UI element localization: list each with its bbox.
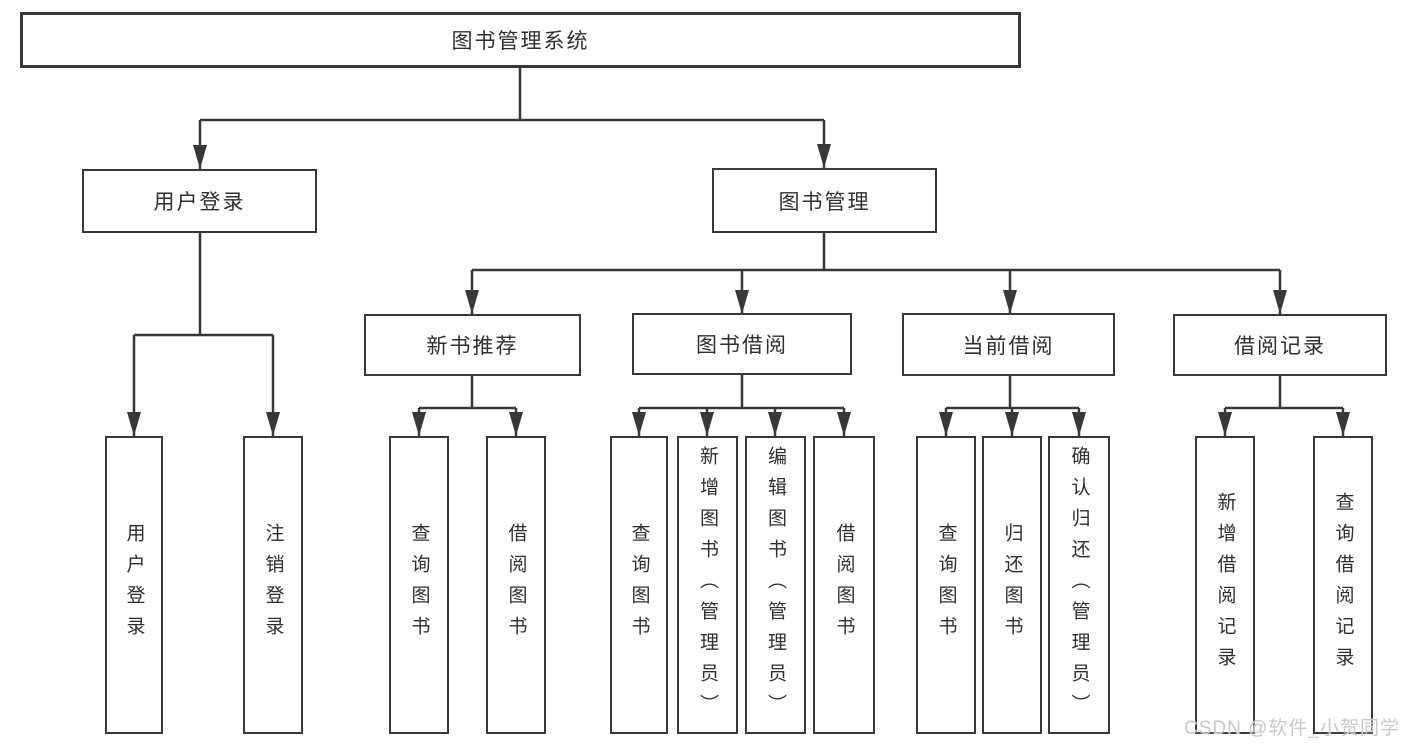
node-user-login: 用户登录 [82, 169, 317, 233]
node-label: 借阅图书 [833, 523, 855, 647]
arrowhead-icon [768, 412, 782, 436]
node-query-books: 查询图书 [916, 436, 976, 734]
node-label: 查询图书 [935, 523, 957, 647]
arrowhead-icon [266, 412, 280, 436]
arrowhead-icon [127, 412, 141, 436]
watermark: CSDN @软件_小贺同学 [1184, 718, 1400, 739]
node-query-books: 查询图书 [610, 436, 668, 734]
arrowhead-icon [735, 290, 749, 314]
node-label: 借阅记录 [1234, 335, 1326, 358]
node-edit-books-admin: 编辑图书（管理员） [745, 436, 806, 734]
node-label: 编辑图书（管理员） [765, 445, 786, 725]
node-current-borrowing: 当前借阅 [902, 313, 1115, 376]
node-label: 当前借阅 [962, 334, 1055, 358]
node-borrow-books: 借阅图书 [813, 436, 875, 734]
node-library-management-system: 图书管理系统 [20, 12, 1021, 68]
arrowhead-icon [700, 412, 714, 436]
arrowhead-icon [939, 412, 953, 436]
node-label: 确认归还（管理员） [1068, 445, 1090, 725]
node-add-books-admin: 新增图书（管理员） [677, 436, 738, 734]
node-return-books: 归还图书 [982, 436, 1042, 734]
node-label: 查询图书 [628, 523, 650, 647]
node-label: 注销登录 [262, 523, 284, 647]
node-label: 用户登录 [153, 191, 246, 214]
node-confirm-return-admin: 确认归还（管理员） [1048, 436, 1110, 734]
node-query-borrow-record: 查询借阅记录 [1313, 436, 1373, 734]
node-label: 查询借阅记录 [1332, 492, 1354, 678]
node-label: 用户登录 [123, 523, 145, 647]
node-label: 新增借阅记录 [1214, 492, 1236, 678]
arrowhead-icon [837, 412, 851, 436]
node-book-management: 图书管理 [712, 168, 937, 233]
arrowhead-icon [817, 144, 831, 168]
arrowhead-icon [1072, 412, 1086, 436]
node-label: 图书管理系统 [451, 30, 590, 53]
arrowhead-icon [509, 412, 523, 436]
node-label: 图书管理 [778, 190, 871, 214]
node-query-books: 查询图书 [389, 436, 449, 734]
arrowhead-icon [632, 412, 646, 436]
node-label: 借阅图书 [505, 523, 527, 647]
tree-edges [132, 68, 1345, 436]
arrowhead-icon [1336, 412, 1350, 436]
node-add-borrow-record: 新增借阅记录 [1195, 436, 1255, 734]
node-borrowing-records: 借阅记录 [1173, 314, 1387, 376]
arrowhead-icon [1005, 412, 1019, 436]
arrowhead-icon [1003, 290, 1017, 314]
node-label: 图书借阅 [696, 334, 788, 357]
node-logout: 注销登录 [243, 436, 303, 734]
node-user-login-leaf: 用户登录 [105, 436, 163, 734]
arrowheads [127, 144, 1350, 436]
node-label: 查询图书 [408, 523, 430, 647]
arrowhead-icon [193, 145, 207, 169]
arrowhead-icon [412, 412, 426, 436]
node-label: 新增图书（管理员） [697, 445, 718, 725]
node-label: 新书推荐 [426, 335, 519, 358]
arrowhead-icon [465, 290, 479, 314]
arrowhead-icon [1218, 412, 1232, 436]
node-label: 归还图书 [1001, 523, 1023, 647]
node-new-book-recommendation: 新书推荐 [364, 314, 581, 376]
node-book-borrowing: 图书借阅 [632, 313, 852, 375]
arrowhead-icon [1273, 290, 1287, 314]
node-borrow-books: 借阅图书 [486, 436, 546, 734]
